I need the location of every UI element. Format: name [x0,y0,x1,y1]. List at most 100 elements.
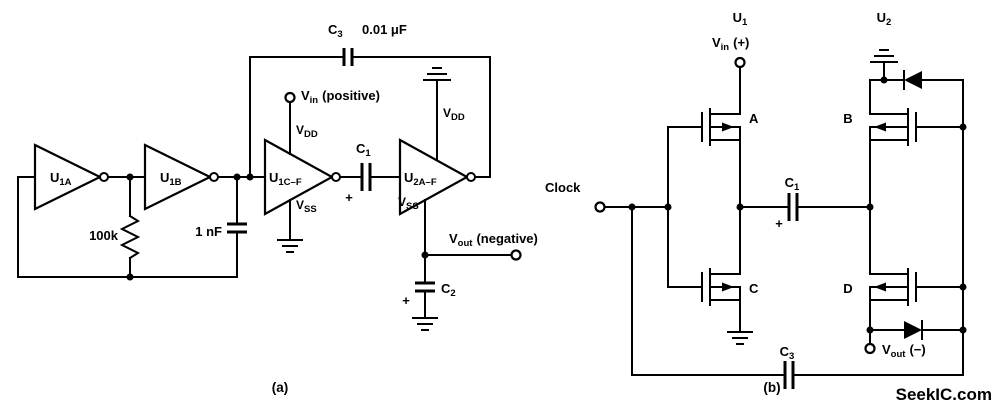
ground-symbol-c [727,331,753,345]
vin-terminal-b [734,56,746,69]
diode-bottom-triangle [904,321,922,339]
inverter-u1b-bubble [209,172,219,182]
label-u1a: U1A [50,170,72,188]
junction-dot [246,173,254,181]
label-c1-plus: + [345,190,353,205]
label-transistor-d: D [843,281,852,296]
ground-symbol-flipped [423,67,451,81]
label-1nf: 1 nF [195,224,222,239]
resistor-100k [119,176,141,278]
capacitor-c3b-plates [783,361,795,389]
label-vss-u1cf: VSS [296,198,317,215]
ground-flipped-u2 [870,49,898,81]
label-u1: U1 [733,10,748,28]
junction-dot [664,203,672,211]
inverter-u1a [33,143,109,211]
capacitor-c3-plates [342,48,354,66]
label-c2: C2 [441,281,456,299]
junction-dots-b [628,76,967,334]
junction-dot [421,251,429,259]
mosfet-d-arrow [874,282,886,292]
mosfet-c-body [701,206,741,333]
inverter-u1cf-body [263,138,335,216]
junction-dot [959,283,967,291]
label-c3: C3 [328,22,343,40]
label-c1-b-plus: + [775,216,783,231]
vout-terminal [510,249,522,261]
circuit-a: 100k 1 nF C3 0.01 μF U1A U1B U1C–F VDD [17,22,538,395]
watermark: SeekIC.com [896,385,992,404]
label-u2af: U2A–F [404,170,437,188]
mosfet-b [869,79,964,208]
diode-bottom [904,320,923,340]
inverter-u2af-body [398,138,470,216]
caption-a: (a) [272,380,289,395]
label-c2-plus: + [402,293,410,308]
label-u1b: U1B [160,170,182,188]
junction-dot [866,326,874,334]
label-transistor-c: C [749,281,759,296]
ground-flipped-u2af [423,67,451,161]
mosfet-b-arrow [874,122,886,132]
ground-symbol-flipped-u2 [870,49,898,63]
mosfet-d [869,206,964,331]
label-clock: Clock [545,180,581,195]
junction-dots-a [126,173,429,281]
label-u1cf: U1C–F [269,170,302,188]
wire-vss-to-vout [424,199,513,284]
label-c3-b: C3 [780,344,795,362]
clock-terminal [594,201,606,213]
capacitor-c2-plates [415,281,435,293]
circuit-b: Clock C3 A U1 Vin(+) C C1 + [545,10,992,404]
junction-dot [736,203,744,211]
label-vdd-u1cf: VDD [296,123,318,140]
label-c1: C1 [356,141,371,159]
capacitor-1nf [227,176,247,278]
ground-u1cf [277,199,303,253]
gate-bus-left [667,126,703,288]
diode-top [903,70,922,90]
inverter-u2af [398,138,476,216]
wire-bottom-rail [631,79,964,376]
junction-dot [126,273,134,281]
capacitor-c1b-plates [787,193,799,221]
mosfet-a-body [701,66,741,208]
label-c1-b: C1 [785,175,800,193]
inverter-u1b-body [143,143,213,211]
ground-symbol [277,239,303,253]
junction-dot [866,203,874,211]
capacitor-1nf-plates [227,222,247,234]
label-c3-value: 0.01 μF [362,22,407,37]
vout-terminal-b [864,342,876,355]
mosfet-b-body [869,79,964,208]
label-u2: U2 [877,10,892,28]
mosfet-c-arrow [722,282,734,292]
label-100k: 100k [89,228,119,243]
label-transistor-a: A [749,111,759,126]
mosfet-a-arrow [722,122,734,132]
label-vss-u2af: VSS [398,195,419,212]
label-vin-b: Vin(+) [712,35,749,53]
label-vdd-u2af: VDD [443,106,465,123]
mosfet-d-body [869,206,964,331]
label-transistor-b: B [843,111,852,126]
inverter-u1cf-bubble [331,172,341,182]
junction-dot [233,173,241,181]
junction-dot [959,326,967,334]
vin-terminal [284,91,296,104]
mosfet-a [701,66,741,208]
inverter-u2af-bubble [466,172,476,182]
label-vin-positive: Vin(positive) [301,88,380,106]
inverter-u1cf [263,138,341,216]
wire-c3-feedback-loop [249,56,491,178]
junction-dot [126,173,134,181]
mosfet-c [701,206,753,345]
inverter-u1b [143,143,219,211]
capacitor-c2 [412,281,438,331]
inverter-u1a-body [33,143,103,211]
label-vout-negative: Vout(negative) [449,231,538,249]
label-vout-b: Vout(−) [882,342,926,360]
capacitor-c1-plates [360,163,372,191]
